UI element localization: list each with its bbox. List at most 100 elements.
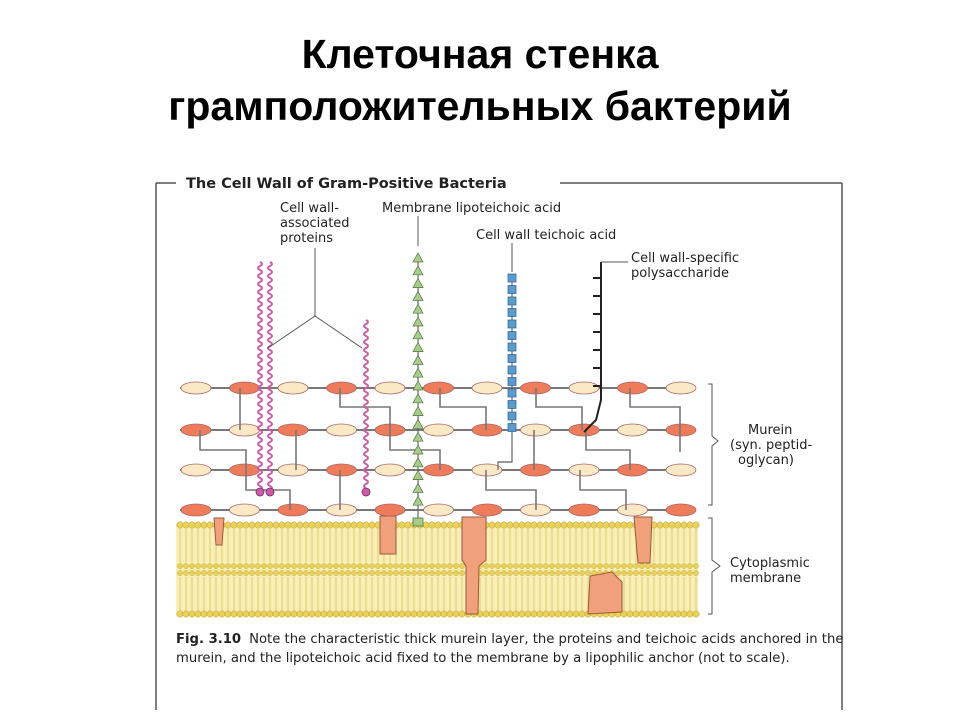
label-cytoplasmic-membrane: Cytoplasmic membrane [730,556,810,586]
lipid-head [531,570,537,576]
lipid-head [363,570,369,576]
lipid-head [296,521,304,529]
lipid-head [453,570,459,576]
lipid-head [255,570,261,576]
glcnac-unit [229,503,260,517]
lipid-head [249,563,255,569]
lipid-head [567,570,573,576]
ribitol-phosphate-unit [507,423,517,432]
lipid-head [500,610,508,618]
lipid-head [327,563,333,569]
lipid-head [344,521,352,529]
lipid-head [572,521,580,529]
lipid-head [614,521,622,529]
lipid-head [417,570,423,576]
ribitol-phosphate-unit [507,331,517,340]
lipid-head [404,521,412,529]
murnac-unit [568,503,600,517]
lipid-head [213,563,219,569]
lipophilic-anchor [412,517,424,527]
lipid-head [338,610,346,618]
lipid-head [213,570,219,576]
ribitol-phosphate-unit [507,400,517,409]
lipid-head [237,570,243,576]
lipid-head [416,610,424,618]
lipid-head [194,610,202,618]
lipid-head [674,610,682,618]
lipid-head [441,570,447,576]
lipid-head [519,563,525,569]
lipid-head [285,570,291,576]
lipid-head [285,563,291,569]
murnac-unit [665,503,697,517]
lipid-head [423,563,429,569]
membrane-protein [379,515,397,555]
lipid-head [290,521,298,529]
lipid-head [225,570,231,576]
slide-title: Клеточная стенка грамположительных бакте… [0,28,960,132]
lipid-head [518,521,526,529]
lipid-head [332,521,340,529]
lipid-head [219,563,225,569]
lipid-head [536,610,544,618]
lipid-head [260,610,268,618]
lipid-head [561,563,567,569]
lipid-head [578,521,586,529]
lipid-head [326,521,334,529]
caption-figure-number: Fig. 3.10 [176,632,242,647]
lipid-head [651,570,657,576]
lipid-head [380,610,388,618]
lipid-head [356,521,364,529]
murnac-unit [423,381,454,395]
lipid-head [542,521,550,529]
murnac-unit [374,503,406,517]
lipid-head [453,563,459,569]
lipid-head [368,610,376,618]
surface-polymers [255,252,602,527]
lipid-head [548,610,556,618]
lipid-head [429,563,435,569]
murnac-unit [326,381,357,395]
lipid-head [644,610,652,618]
lipid-head [345,563,351,569]
caption-text: Note the characteristic thick murein lay… [176,632,844,666]
lipid-head [501,570,507,576]
lipid-head [267,570,273,576]
lipid-head [452,521,460,529]
lipid-head [585,570,591,576]
ribitol-phosphate-unit [507,285,517,294]
lipid-head [218,610,226,618]
lipid-head [693,563,699,569]
lipid-head [483,570,489,576]
lipid-head [686,521,694,529]
lipid-head [399,570,405,576]
polysaccharide-chain [583,262,602,433]
lipid-head [494,610,502,618]
peptide-cross-link [535,388,583,430]
protein-anchor [255,487,265,497]
lipid-head [657,570,663,576]
lipid-head [578,610,586,618]
glycerol-phosphate-unit [412,277,424,288]
lipid-head [459,570,465,576]
murnac-unit [617,381,648,395]
lipid-head [512,521,520,529]
lipid-head [507,570,513,576]
lipid-head [543,563,549,569]
lipid-head [231,563,237,569]
glcnac-unit [471,381,503,395]
lipid-head [531,563,537,569]
lipid-head [662,610,670,618]
lipid-head [452,610,460,618]
lipid-head [320,521,328,529]
lipid-head [489,570,495,576]
glcnac-unit [520,423,551,437]
lipid-head [381,563,387,569]
lipid-head [207,570,213,576]
lipid-head [195,570,201,576]
ribitol-phosphate-unit [507,273,517,283]
lipid-head [297,563,303,569]
lipid-head [194,521,202,529]
lipid-head [243,570,249,576]
